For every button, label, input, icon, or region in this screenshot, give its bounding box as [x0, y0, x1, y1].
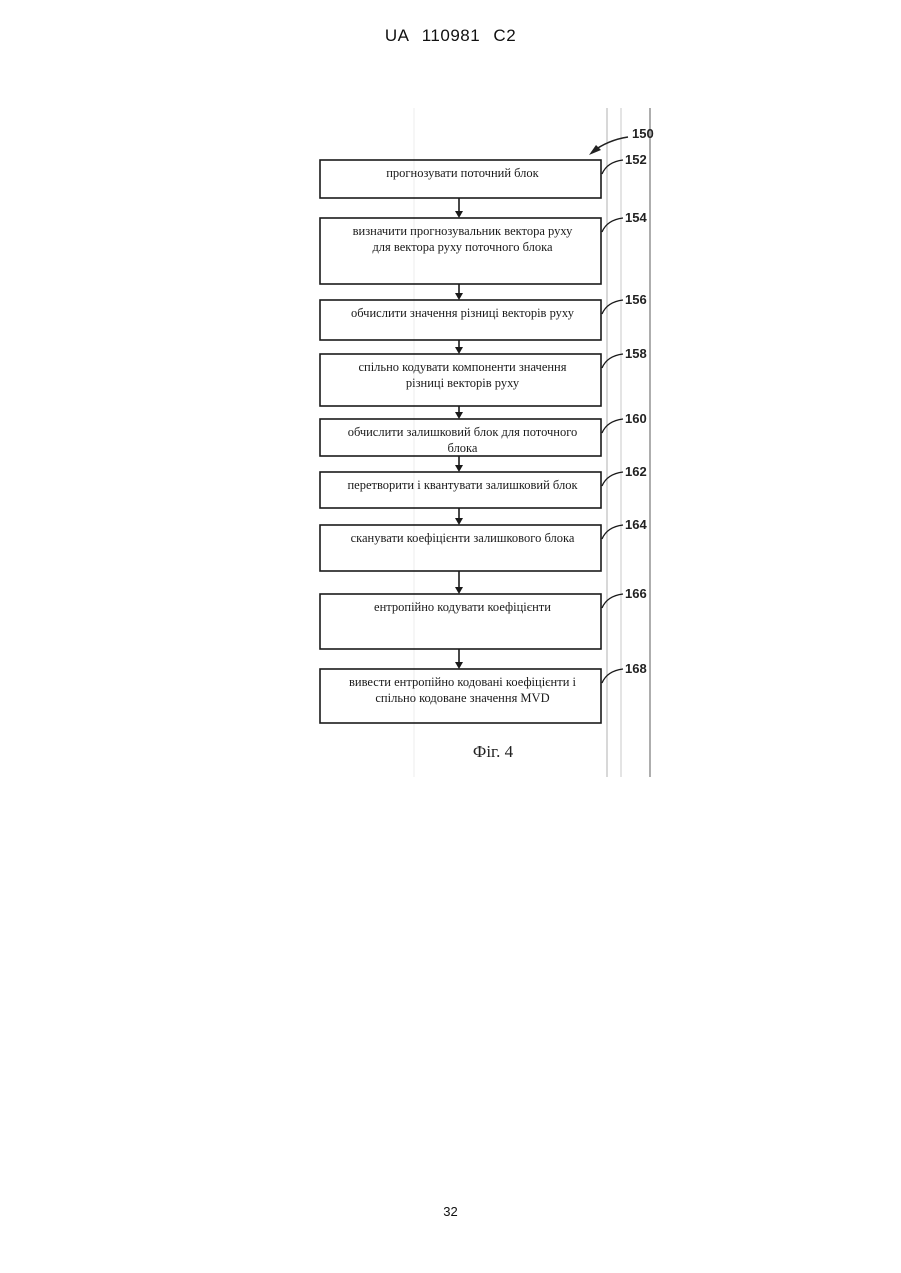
flow-arrowhead	[455, 293, 463, 300]
step-text-168: спільно кодоване значення MVD	[375, 691, 549, 705]
step-text-160: обчислити залишковий блок для поточного	[348, 425, 578, 439]
reference-168-label: 168	[625, 661, 647, 676]
reference-158-label: 158	[625, 346, 647, 361]
leader-line-156	[602, 300, 623, 314]
step-text-156: обчислити значення різниці векторів руху	[351, 306, 575, 320]
step-text-164: сканувати коефіцієнти залишкового блока	[351, 531, 575, 545]
leader-line-160	[602, 419, 623, 433]
leader-line-154	[602, 218, 623, 232]
flow-arrowhead	[455, 347, 463, 354]
step-text-158: різниці векторів руху	[406, 376, 520, 390]
reference-152-label: 152	[625, 152, 647, 167]
reference-150-label: 150	[632, 126, 654, 141]
flow-arrowhead	[455, 211, 463, 218]
flow-arrowhead	[455, 587, 463, 594]
step-text-168: вивести ентропійно кодовані коефіцієнти …	[349, 675, 576, 689]
leader-line-164	[602, 525, 623, 539]
reference-164-label: 164	[625, 517, 647, 532]
flowchart-steps: прогнозувати поточний блок 152 визначити п…	[320, 152, 647, 723]
leader-line-166	[602, 594, 623, 608]
step-text-154: визначити прогнозувальник вектора руху	[353, 224, 573, 238]
step-text-152: прогнозувати поточний блок	[386, 166, 539, 180]
step-text-162: перетворити і квантувати залишковий блок	[347, 478, 578, 492]
step-text-154: для вектора руху поточного блока	[372, 240, 553, 254]
page-number: 32	[0, 1204, 901, 1219]
reference-154-label: 154	[625, 210, 647, 225]
leader-line-162	[602, 472, 623, 486]
flow-arrowhead	[455, 518, 463, 525]
step-text-158: спільно кодувати компоненти значення	[358, 360, 566, 374]
leader-line-158	[602, 354, 623, 368]
reference-166-label: 166	[625, 586, 647, 601]
flow-arrowhead	[455, 465, 463, 472]
flow-arrowhead	[455, 662, 463, 669]
flow-arrowhead	[455, 412, 463, 419]
figure-caption: Фіг. 4	[473, 742, 514, 761]
reference-156-label: 156	[625, 292, 647, 307]
leader-line-152	[602, 160, 623, 174]
step-text-160: блока	[448, 441, 478, 455]
step-text-166: ентропійно кодувати коефіцієнти	[374, 600, 551, 614]
reference-162-label: 162	[625, 464, 647, 479]
reference-160-label: 160	[625, 411, 647, 426]
leader-line-168	[602, 669, 623, 683]
